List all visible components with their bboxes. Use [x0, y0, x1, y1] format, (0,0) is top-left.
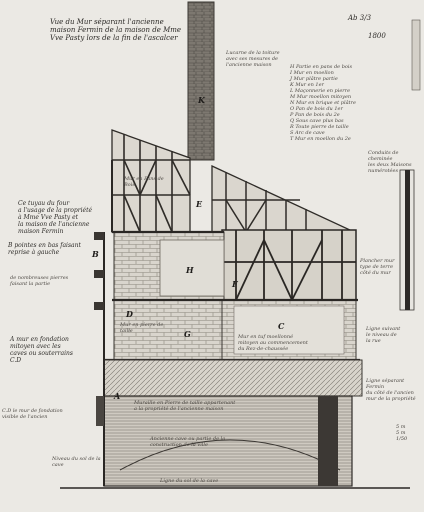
- legend-item: T Mur en moellon du 2e: [290, 136, 351, 142]
- note-cave: Ancienne cave ou partie de la constructi…: [150, 436, 226, 448]
- left-wall-stub: [94, 302, 104, 310]
- label-h: H: [186, 265, 194, 275]
- label-d: D: [126, 309, 133, 319]
- right-detail-side: [411, 19, 421, 91]
- cellar-foundations: [103, 395, 353, 487]
- legend-item: H Partie en pans de bois: [290, 64, 353, 70]
- right-detail-column-core: [405, 170, 410, 310]
- stone-masonry: [103, 359, 363, 397]
- bottom-note: Ligne du sol de la cave: [160, 478, 219, 484]
- label-e: E: [196, 199, 203, 209]
- note-stone-wall: Muraille en Pierre de taille appartenant…: [134, 400, 236, 412]
- right-note-street: Ligne suivant le niveau de la rue: [366, 326, 401, 344]
- legend-item: L Maçonnerie en pierre: [290, 88, 351, 94]
- legend-item: S Arc de cave: [290, 130, 325, 136]
- sheet-title: Vue du Mur séparant l'ancienne maison Fe…: [50, 18, 182, 42]
- tuf-wall-panel: [233, 305, 345, 355]
- left-note-a: A mur en fondation mitoyen avec les cave…: [10, 336, 73, 364]
- legend-item: J Mur plâtre partie: [290, 76, 338, 82]
- right-note-chimneys: Conduits de cheminée les deux Maisons nu…: [368, 150, 412, 174]
- left-note-stones: de nombreuses pierres faisant la partie: [10, 275, 69, 287]
- legend: H Partie en pans de bois I Mur en moello…: [290, 64, 402, 142]
- right-frame-beams: [212, 172, 307, 233]
- upper-storey-beams: [222, 230, 356, 301]
- label-b: B: [92, 249, 99, 259]
- legend-item: I Mur en moellon: [290, 70, 334, 76]
- label-a: A: [114, 391, 121, 401]
- left-wall-stub: [96, 396, 104, 426]
- right-note-boundary: Ligne séparant Fermin du côté de l'ancie…: [366, 378, 416, 402]
- note-pierre: Mur en pierre de taille: [120, 322, 164, 334]
- top-annotation: Lucarne de la toiture avec ses mesures d…: [226, 50, 280, 68]
- left-note-b: B pointes en bas faisant reprise à gauch…: [8, 242, 81, 256]
- note-tuf-wall: Mur en tuf moellonné mitoyen au commence…: [238, 334, 308, 352]
- upper-storey-frame: [221, 229, 357, 301]
- scale-note: 5 m 5 m 1/50: [396, 424, 408, 442]
- cellar-arch: [119, 439, 341, 471]
- left-wall-stub: [94, 270, 104, 278]
- date-stamp: 1800: [368, 32, 386, 40]
- reference-number: Ab 3/3: [348, 14, 372, 22]
- note-cave-level: Niveau du sol de la cave: [52, 456, 101, 468]
- central-wall-panel: [159, 239, 225, 297]
- left-note-cd: C.D le mur de fondation visible de l'anc…: [2, 408, 63, 420]
- legend-item: M Mur moellon mitoyen: [290, 94, 352, 100]
- note-timber: Mur en Pans de Bois: [124, 176, 164, 188]
- label-c: C: [278, 321, 285, 331]
- legend-item: N Mur en brique et plâtre: [290, 100, 356, 106]
- right-note-floor: Plancher mur type de terre côté du mur: [360, 258, 395, 276]
- legend-item: R Toute pierre de taille: [290, 124, 349, 130]
- left-wall-stub: [94, 232, 104, 240]
- label-f: F: [232, 279, 238, 289]
- label-g: G: [184, 329, 191, 339]
- chimney: [187, 1, 215, 161]
- label-k: K: [198, 95, 205, 105]
- legend-item: O Pan de bois du 1er: [290, 106, 343, 112]
- left-note-chimney: Ce tuyau du four a l'usage de la proprié…: [18, 200, 93, 235]
- left-frame-beams: [112, 134, 191, 233]
- legend-item: P Pan de bois du 2e: [290, 112, 340, 118]
- legend-item: Q Sous cave plus bas: [290, 118, 344, 124]
- cellar-shaft: [318, 396, 338, 486]
- legend-item: K Mur en 1er: [290, 82, 324, 88]
